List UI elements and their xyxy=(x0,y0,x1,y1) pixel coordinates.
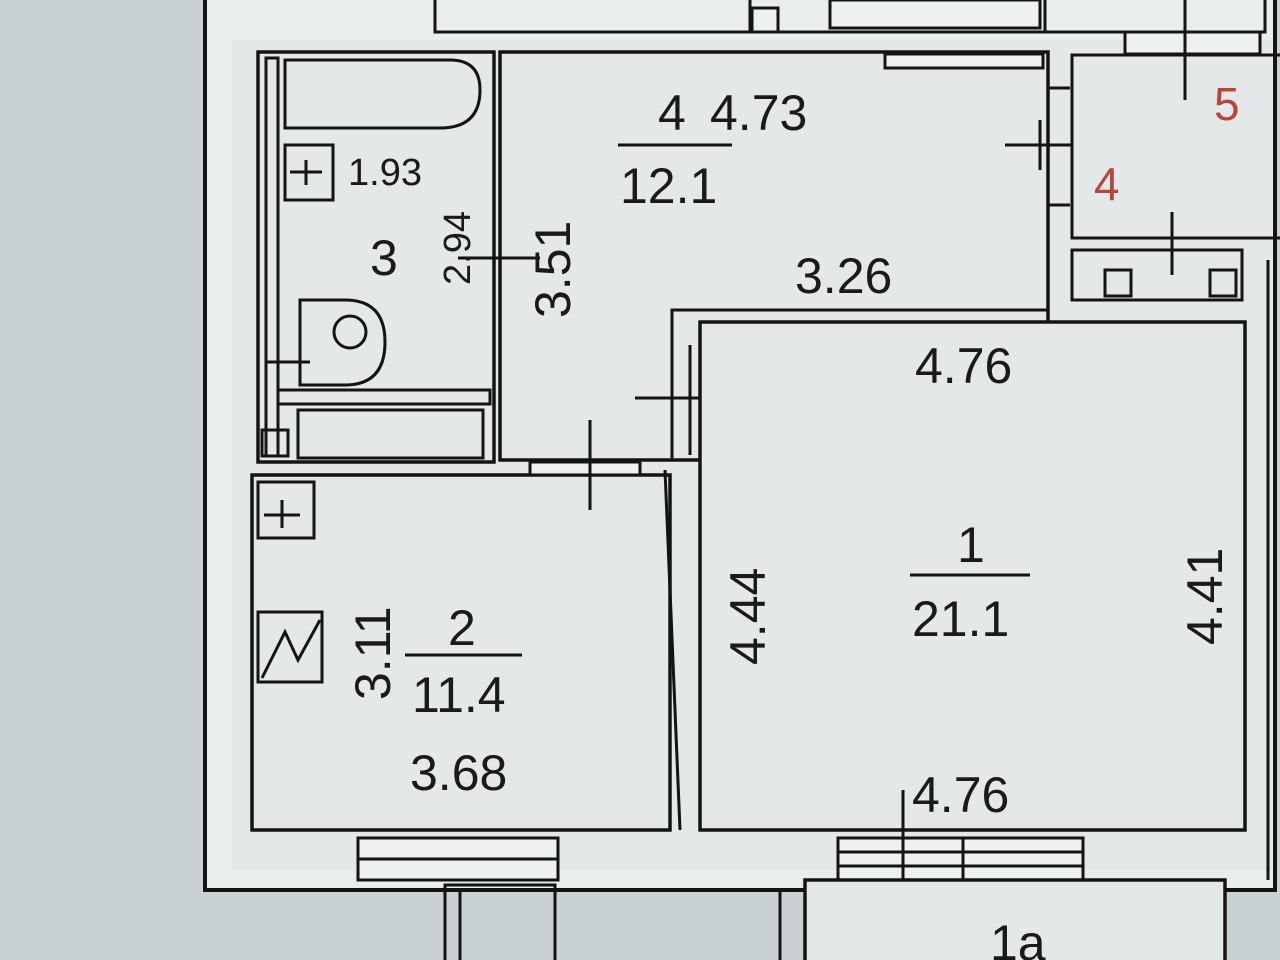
room-2-dim-bottom: 3.68 xyxy=(410,745,507,801)
room-1-number: 1 xyxy=(957,517,985,573)
room-2-door-opening xyxy=(528,460,642,477)
room-4-dim-left: 3.51 xyxy=(525,221,581,318)
room-4-window xyxy=(883,52,1045,70)
room-1-dim-top: 4.76 xyxy=(915,338,1012,394)
room-4-dim-top: 4.73 xyxy=(710,85,807,141)
room-1-area: 21.1 xyxy=(912,591,1009,647)
neighbor-label-5: 5 xyxy=(1214,78,1240,130)
room-3-dim-top: 1.93 xyxy=(348,152,422,194)
room-1-window xyxy=(836,836,1085,882)
shelf-icon xyxy=(296,408,485,460)
room-3 xyxy=(256,50,496,464)
sink-icon xyxy=(283,143,335,202)
sink-icon-2 xyxy=(256,480,316,540)
room-1-dim-right: 4.41 xyxy=(1177,548,1233,645)
top-neighbor-strip xyxy=(433,0,1267,34)
neighbor-fixture xyxy=(1208,268,1238,298)
room-3-number: 3 xyxy=(370,230,398,286)
room-4-number: 4 xyxy=(658,85,686,141)
bathtub-icon xyxy=(283,58,482,130)
neighbor-strip xyxy=(1070,248,1244,302)
neighbor-fixture xyxy=(1103,268,1133,298)
room-2-number: 2 xyxy=(448,600,476,656)
toilet-bowl-icon xyxy=(332,314,368,350)
drain-icon xyxy=(260,428,290,458)
room-4-dim-bottom: 3.26 xyxy=(795,248,892,304)
toilet-icon xyxy=(298,298,387,387)
stove-icon xyxy=(256,610,324,684)
room-1-dim-left: 4.44 xyxy=(720,568,776,665)
room-3-dim-side: 2.94 xyxy=(437,211,479,285)
bath-partition xyxy=(276,388,492,406)
neighbor-window xyxy=(1123,30,1262,56)
room-1-dim-bottom: 4.76 xyxy=(912,767,1009,823)
neighbor-label-4: 4 xyxy=(1094,158,1120,210)
stove-icon-line xyxy=(260,619,322,679)
room-1a-number: 1a xyxy=(990,915,1046,960)
room-2-area: 11.4 xyxy=(412,667,506,723)
room-4-area: 12.1 xyxy=(620,158,717,214)
room-1a xyxy=(803,878,1227,960)
partition xyxy=(663,469,682,831)
room-4-lower-edge xyxy=(670,52,1050,460)
top-window xyxy=(828,0,1042,30)
top-fixture xyxy=(750,6,780,34)
room-2-dim-left: 3.11 xyxy=(345,606,401,700)
bottom-neighbor xyxy=(443,883,557,960)
